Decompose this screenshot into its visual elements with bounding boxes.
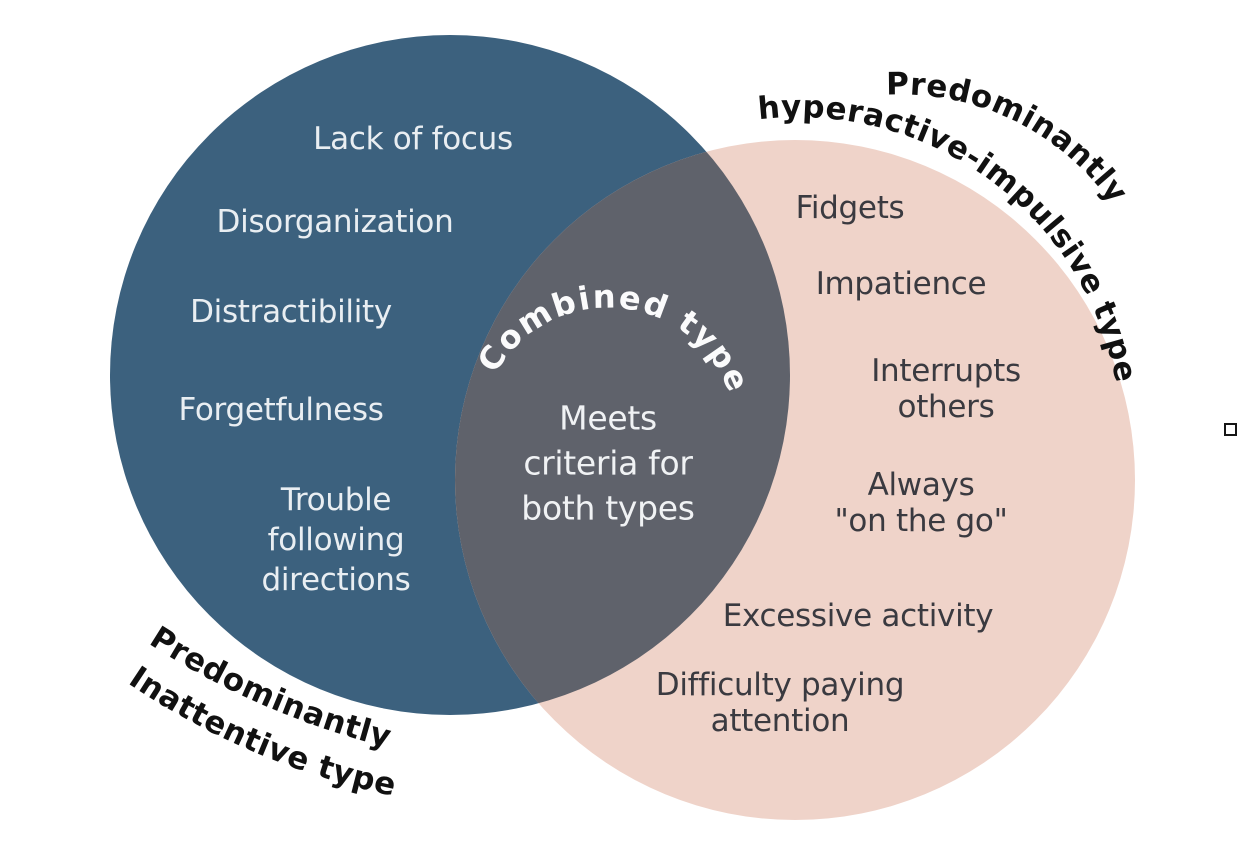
combined-type-description: Meets criteria for both types xyxy=(521,396,695,531)
missing-glyph-icon xyxy=(1224,423,1237,436)
symptom-line: Lack of focus xyxy=(313,121,513,157)
symptom-line: Impatience xyxy=(815,266,987,302)
symptom-line: "on the go" xyxy=(834,503,1008,539)
symptom-line: Always xyxy=(867,467,975,503)
symptom-line: Forgetfulness xyxy=(178,392,384,428)
symptom-line: attention xyxy=(710,703,850,739)
symptom-lack-of-focus: Lack of focus xyxy=(313,119,513,159)
symptom-forgetfulness: Forgetfulness xyxy=(178,390,383,430)
symptom-distractibility: Distractibility xyxy=(190,292,392,332)
symptom-line: Distractibility xyxy=(190,294,392,330)
symptom-line: Disorganization xyxy=(216,204,454,240)
description-line: Meets xyxy=(559,398,657,438)
symptom-line: Fidgets xyxy=(795,190,905,226)
symptom-excessive-activity: Excessive activity xyxy=(723,598,994,634)
symptom-fidgets: Fidgets xyxy=(796,190,905,226)
symptom-trouble-following-directions: Trouble following directions xyxy=(261,480,410,600)
description-line: both types xyxy=(521,488,695,528)
symptom-line: others xyxy=(897,389,995,425)
symptom-difficulty-paying-attention: Difficulty paying attention xyxy=(655,667,905,739)
symptom-impatience: Impatience xyxy=(816,266,987,302)
symptom-interrupts-others: Interrupts others xyxy=(871,353,1021,425)
symptom-line: Interrupts xyxy=(871,353,1021,389)
symptom-always-on-the-go: Always "on the go" xyxy=(834,467,1007,539)
symptom-disorganization: Disorganization xyxy=(217,202,454,242)
symptom-line: Trouble xyxy=(280,482,392,518)
symptom-line: Excessive activity xyxy=(722,598,994,634)
symptom-line: following xyxy=(267,522,405,558)
symptom-line: Difficulty paying xyxy=(655,667,905,703)
overlap-lens xyxy=(455,140,790,715)
symptom-line: directions xyxy=(261,562,411,598)
description-line: criteria for xyxy=(523,443,693,483)
